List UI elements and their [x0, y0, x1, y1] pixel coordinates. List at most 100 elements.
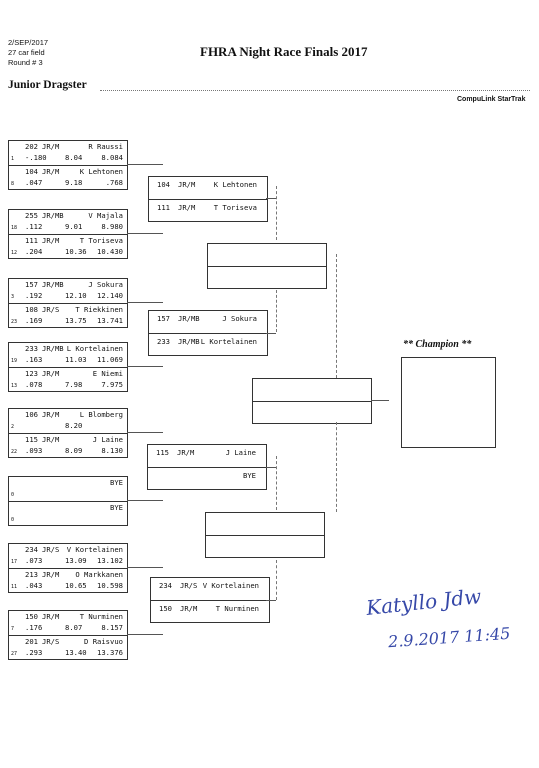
racer-slot: BYE [148, 468, 266, 480]
connector-line [127, 432, 163, 433]
reaction-time: .112 [25, 222, 43, 231]
car-class: JR/M [178, 180, 196, 189]
car-class: JR/M [180, 604, 198, 613]
seed-number: 3 [11, 294, 15, 300]
car-number: 115 [156, 448, 169, 457]
driver-name: J Laine [92, 435, 123, 444]
elapsed-time: 8.04 [65, 153, 83, 162]
seed-number: 0 [11, 492, 15, 498]
car-number: 106 [25, 410, 38, 419]
final-divider [253, 401, 371, 402]
connector-line [371, 400, 389, 401]
driver-name: D Raisvuo [84, 637, 123, 646]
elapsed-time: 9.01 [65, 222, 83, 231]
semifinal-box-2 [205, 512, 325, 558]
car-class: JR/M [177, 448, 195, 457]
seed-number: 17 [11, 559, 18, 565]
connector-line [276, 560, 277, 600]
car-number: 108 [25, 305, 38, 314]
slot-divider [149, 333, 267, 334]
seed-number: 13 [11, 383, 18, 389]
slot-divider [151, 600, 269, 601]
connector-line [266, 333, 276, 334]
elapsed-time: 13.40 [65, 648, 87, 657]
seed-number: 12 [11, 250, 18, 256]
reaction-time: .204 [25, 247, 43, 256]
driver-name: L Blomberg [79, 410, 123, 419]
car-number: 157 [157, 314, 170, 323]
car-class: JR/M [42, 369, 60, 378]
connector-line [276, 186, 277, 240]
driver-name: L Kortelainen [200, 337, 257, 346]
car-number: 202 [25, 142, 38, 151]
driver-name: R Raussi [88, 142, 123, 151]
slot-divider [149, 199, 267, 200]
reaction-time: .073 [25, 556, 43, 565]
dial-in: 8.130 [101, 446, 123, 455]
connector-line [336, 422, 337, 512]
round-number: Round # 3 [8, 58, 43, 67]
car-class: JR/M [42, 570, 60, 579]
elapsed-time: 8.07 [65, 623, 83, 632]
connector-line [127, 233, 163, 234]
driver-name: T Toriseva [79, 236, 123, 245]
seed-number: 11 [11, 584, 18, 590]
racer-slot: 115 JR/M J Laine [148, 445, 266, 457]
connector-line [127, 567, 163, 568]
seed-number: 1 [11, 156, 15, 162]
result-line: 0 [9, 513, 127, 525]
driver-name: L Kortelainen [66, 344, 123, 353]
car-class: JR/S [42, 305, 60, 314]
racer-line: BYE [9, 502, 127, 514]
connector-line [276, 456, 277, 510]
seed-number: 7 [11, 626, 15, 632]
connector-line [336, 254, 337, 378]
driver-name: V Majala [88, 211, 123, 220]
car-number: 111 [157, 203, 170, 212]
dial-in: 13.102 [97, 556, 123, 565]
semifinal-divider [208, 266, 326, 267]
car-number: 255 [25, 211, 38, 220]
connector-line [127, 366, 163, 367]
driver-name: T Riekkinen [75, 305, 123, 314]
car-class: JR/MB [42, 280, 64, 289]
elapsed-time: 11.03 [65, 355, 87, 364]
reaction-time: .078 [25, 380, 43, 389]
dial-in: .768 [105, 178, 123, 187]
result-line: 0 [9, 488, 127, 500]
dial-in: 10.598 [97, 581, 123, 590]
car-class: JR/M [42, 167, 60, 176]
reaction-time: .192 [25, 291, 43, 300]
driver-name: J Laine [225, 448, 256, 457]
dial-in: 13.376 [97, 648, 123, 657]
